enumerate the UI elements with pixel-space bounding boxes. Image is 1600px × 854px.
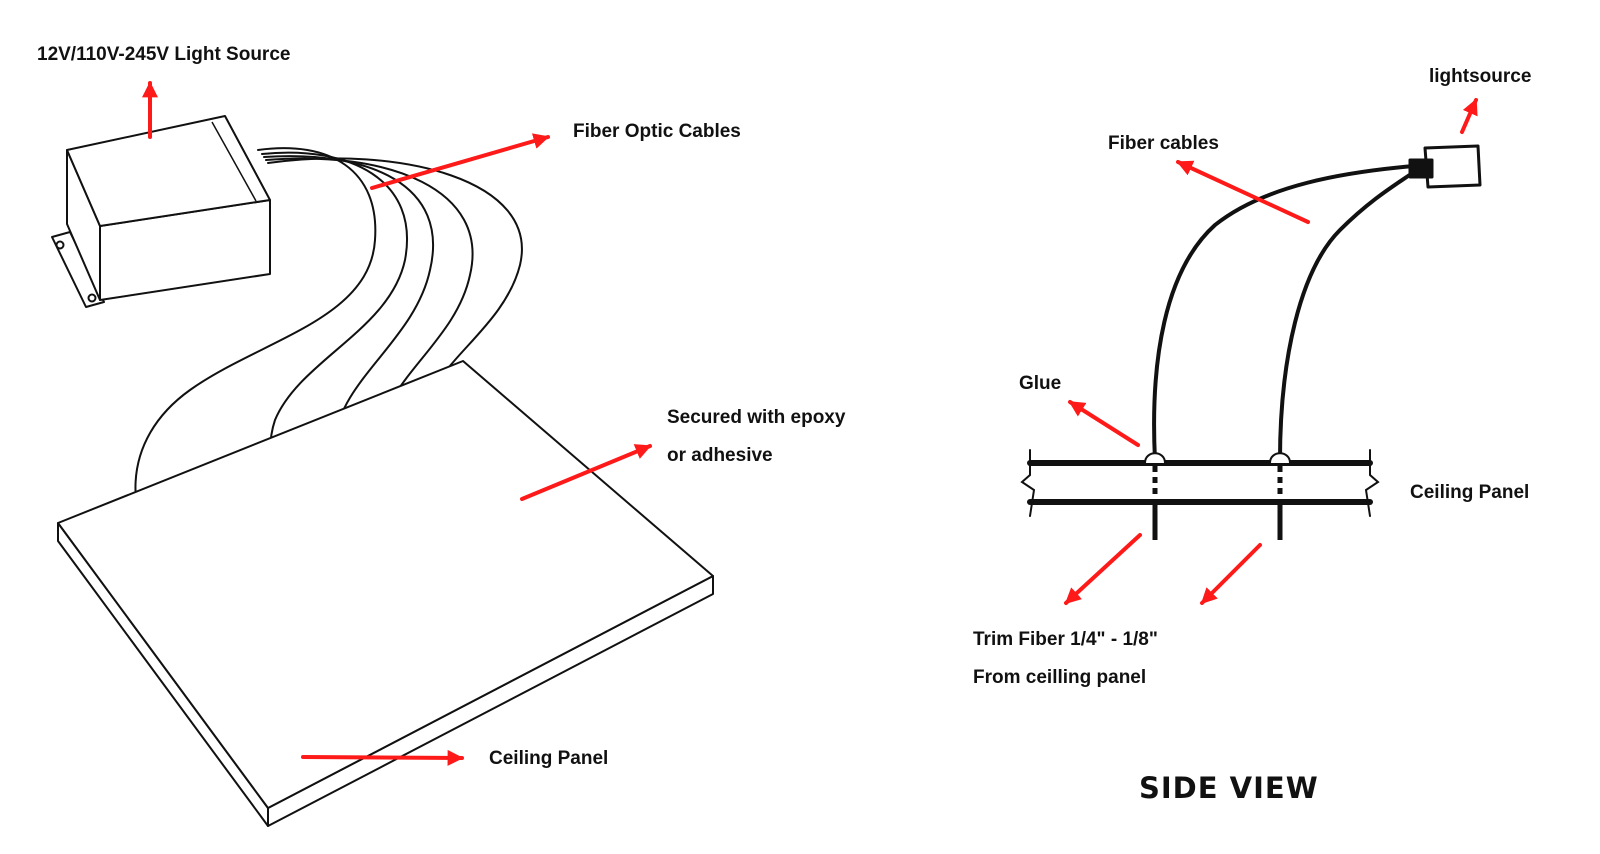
fiber-optic-cables-label: Fiber Optic Cables — [573, 121, 741, 142]
lightsource-label: lightsource — [1429, 66, 1532, 87]
light-source-label: 12V/110V-245V Light Source — [37, 44, 291, 65]
trim-label-line2: From ceilling panel — [973, 667, 1147, 688]
ceiling-panel-left — [57, 360, 714, 827]
trim-label-line1: Trim Fiber 1/4" - 1/8" — [973, 629, 1158, 650]
light-source-box — [51, 115, 271, 308]
glue-label: Glue — [1019, 373, 1062, 394]
secured-label-line1: Secured with epoxy — [667, 407, 846, 428]
side-view-title: SIDE VIEW — [1139, 771, 1319, 805]
ceiling-panel-label-right: Ceiling Panel — [1410, 482, 1530, 503]
left-arrows — [142, 81, 652, 766]
side-light-source — [1408, 144, 1482, 189]
ceiling-panel-side — [1020, 449, 1380, 517]
fiber-cables-label: Fiber cables — [1108, 133, 1219, 154]
fibers-through-panel — [1152, 466, 1283, 540]
glue-bumps — [1144, 452, 1291, 464]
side-fiber-cables — [1152, 164, 1416, 462]
right-arrows — [1064, 98, 1478, 605]
ceiling-panel-label-left: Ceiling Panel — [489, 748, 609, 769]
secured-label-line2: or adhesive — [667, 445, 773, 466]
